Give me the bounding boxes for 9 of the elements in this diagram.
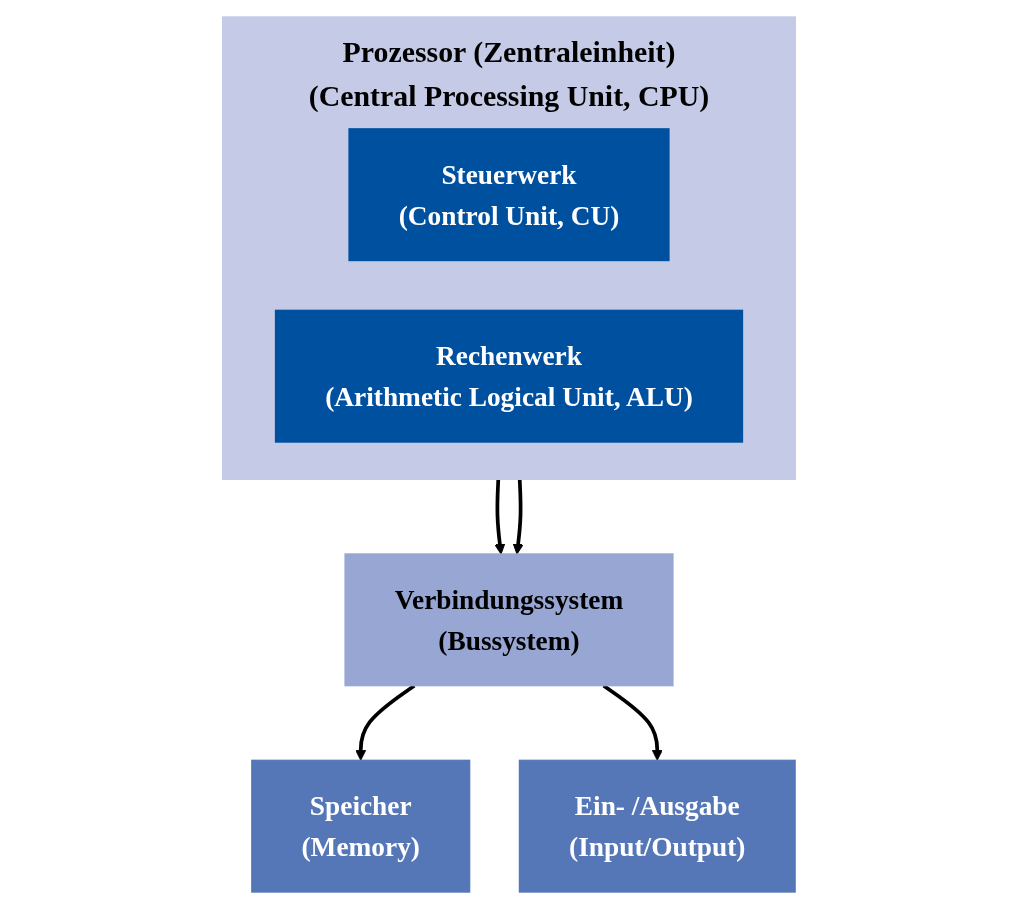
arrow (602, 684, 663, 761)
node-box: Verbindungssystem (Bussystem) (344, 553, 674, 687)
node-box: Rechenwerk (Arithmetic Logical Unit, ALU) (274, 309, 744, 443)
node-box: Steuerwerk (Control Unit, CU) (348, 128, 670, 262)
arrow (355, 684, 416, 761)
node-box: Speicher (Memory) (251, 759, 471, 893)
arrow (512, 479, 524, 555)
node-box: Ein- /Ausgabe (Input/Output) (518, 759, 796, 893)
arrow (494, 479, 506, 555)
